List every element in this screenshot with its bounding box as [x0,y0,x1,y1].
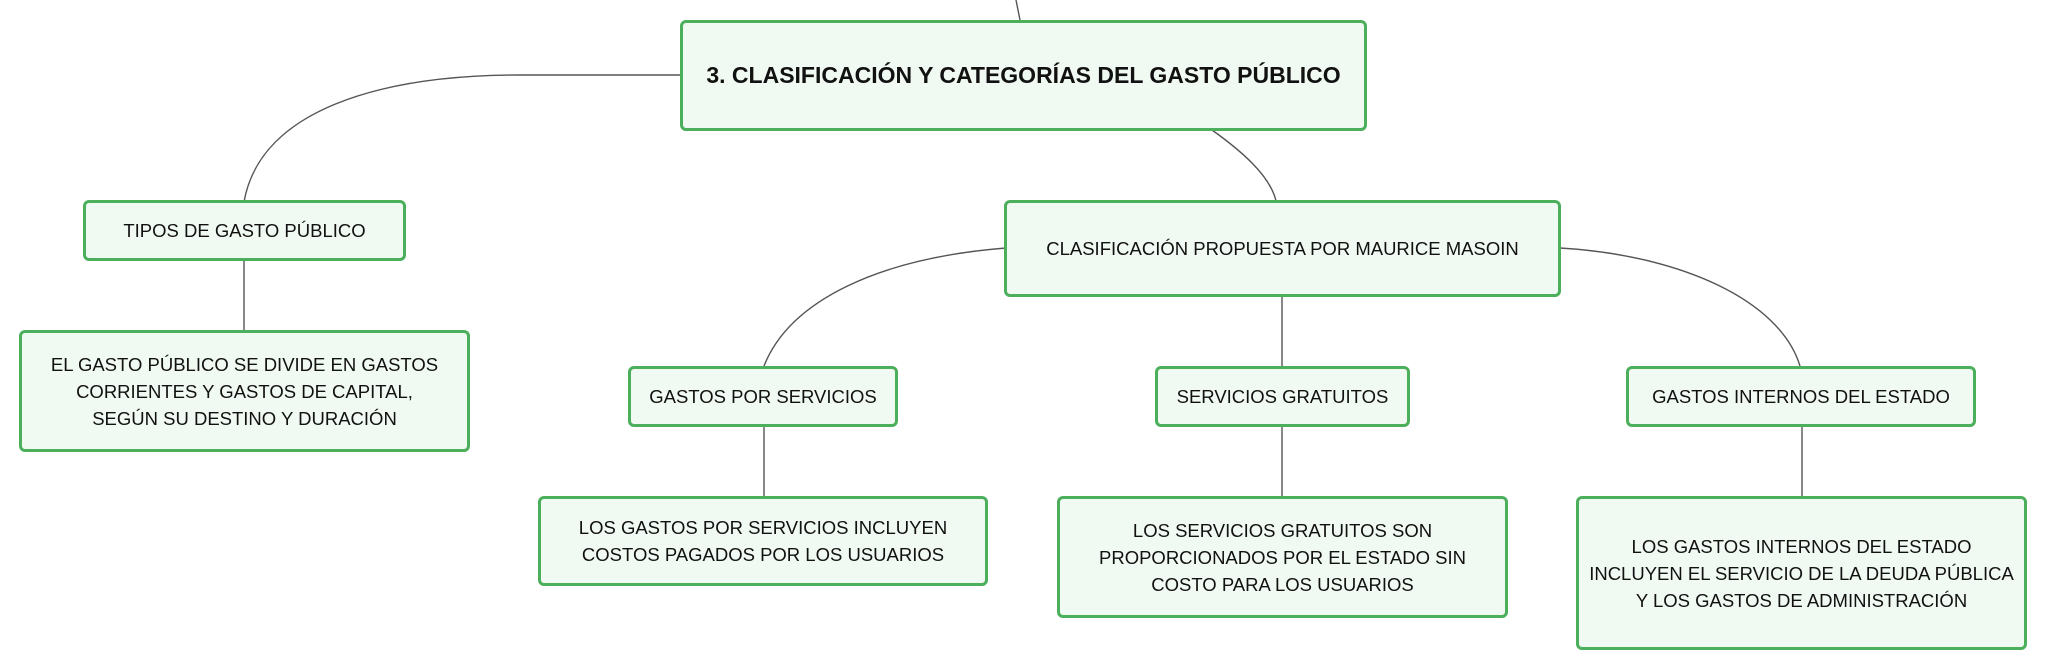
detail-tipos-text: EL GASTO PÚBLICO SE DIVIDE EN GASTOS COR… [50,353,439,429]
topic-gratuitos-label: SERVICIOS GRATUITOS [1176,386,1389,407]
connector-root-to-tipos [243,74,680,203]
connector-masoin-to-servicios [763,247,1007,367]
detail-tipos-de-gasto[interactable]: EL GASTO PÚBLICO SE DIVIDE EN GASTOS COR… [19,330,470,452]
detail-gastos-por-servicios[interactable]: LOS GASTOS POR SERVICIOS INCLUYEN COSTOS… [538,496,988,586]
topic-gastos-por-servicios[interactable]: GASTOS POR SERVICIOS [628,366,898,427]
topic-tipos-de-gasto[interactable]: TIPOS DE GASTO PÚBLICO [83,200,406,261]
topic-tipos-label: TIPOS DE GASTO PÚBLICO [123,220,366,241]
detail-gratuitos-text: LOS SERVICIOS GRATUITOS SON PROPORCIONAD… [1099,519,1466,595]
topic-internos-label: GASTOS INTERNOS DEL ESTADO [1652,386,1950,407]
detail-servicios-gratuitos[interactable]: LOS SERVICIOS GRATUITOS SON PROPORCIONAD… [1057,496,1508,618]
topic-masoin-label: CLASIFICACIÓN PROPUESTA POR MAURICE MASO… [1046,238,1519,259]
connector-root-to-masoin [1211,129,1277,202]
root-topic-label: 3. CLASIFICACIÓN Y CATEGORÍAS DEL GASTO … [706,62,1341,88]
connector-masoin-to-internos [1559,247,1801,367]
topic-gastos-internos[interactable]: GASTOS INTERNOS DEL ESTADO [1626,366,1976,427]
root-topic[interactable]: 3. CLASIFICACIÓN Y CATEGORÍAS DEL GASTO … [680,20,1367,131]
topic-servicios-gratuitos[interactable]: SERVICIOS GRATUITOS [1155,366,1410,427]
topic-servicios-label: GASTOS POR SERVICIOS [649,386,877,407]
topic-clasificacion-masoin[interactable]: CLASIFICACIÓN PROPUESTA POR MAURICE MASO… [1004,200,1561,297]
connector-parent-to-root [1015,0,1021,21]
detail-servicios-text: LOS GASTOS POR SERVICIOS INCLUYEN COSTOS… [578,517,948,565]
detail-gastos-internos[interactable]: LOS GASTOS INTERNOS DEL ESTADO INCLUYEN … [1576,496,2027,650]
detail-internos-text: LOS GASTOS INTERNOS DEL ESTADO INCLUYEN … [1589,535,2014,611]
